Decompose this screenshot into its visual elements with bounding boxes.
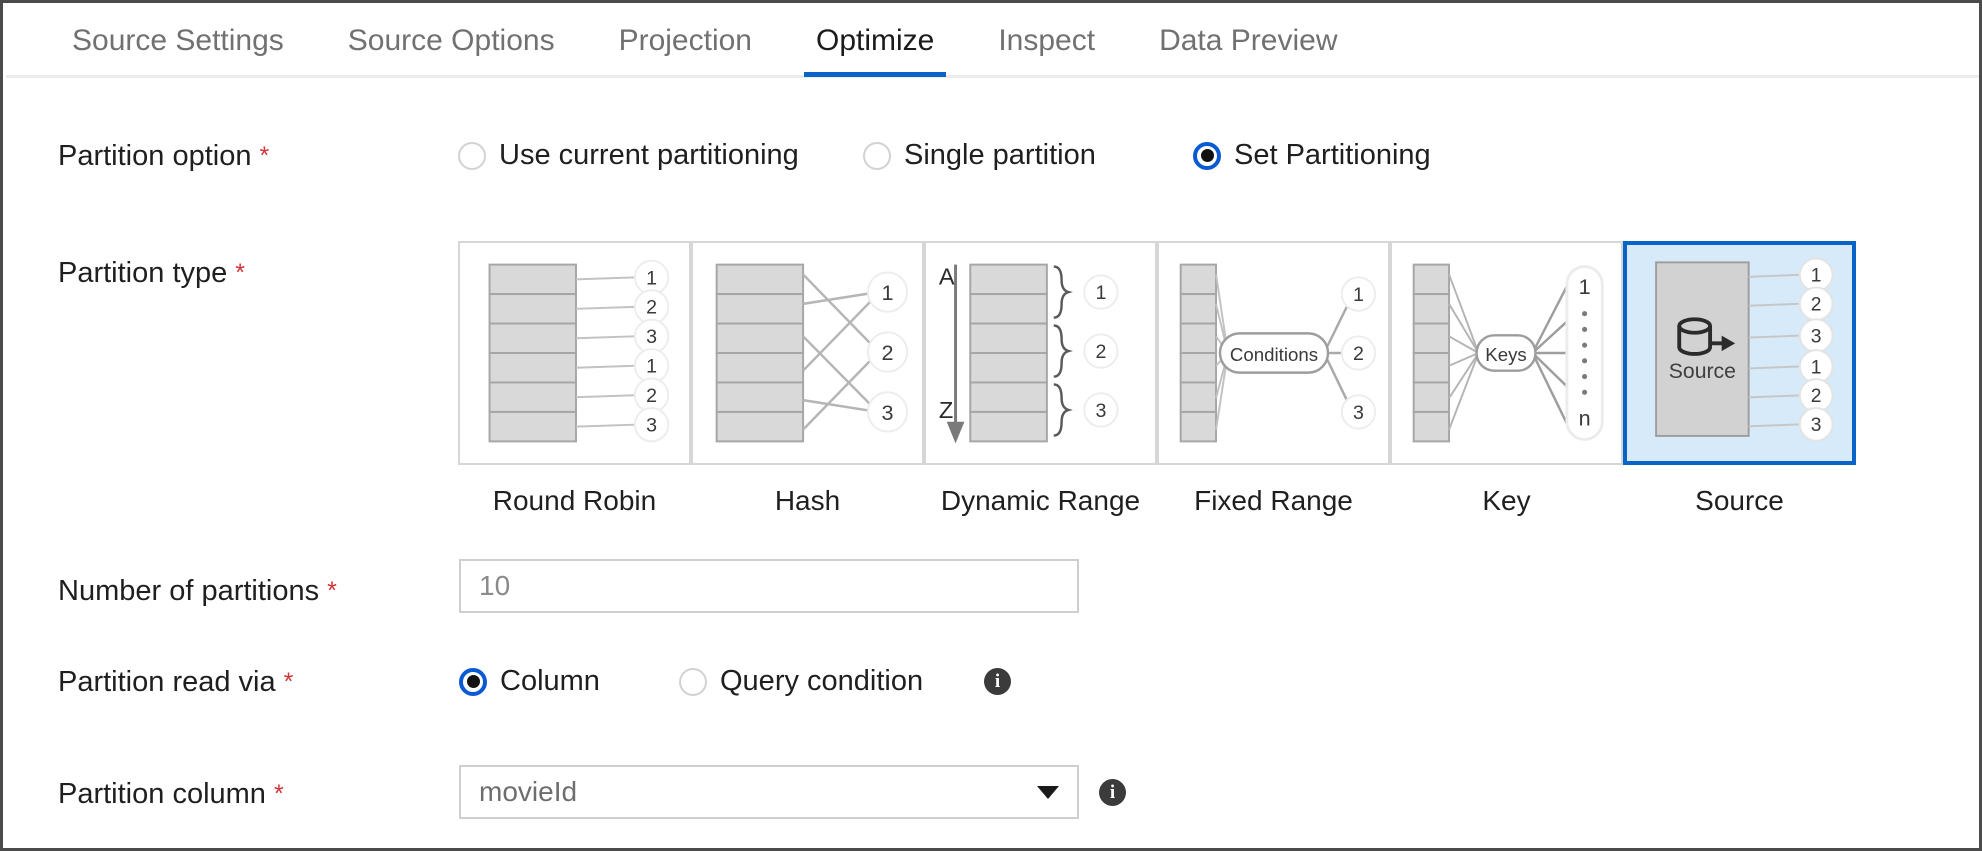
svg-text:3: 3 [1353,402,1364,424]
radio-label: Single partition [904,139,1096,171]
svg-text:2: 2 [1353,343,1364,365]
partition-type-card-key[interactable]: Keys 1 n Key [1390,241,1623,517]
partition-option-radio-group: Use current partitioning Single partitio… [458,139,1431,172]
tab-source-options[interactable]: Source Options [316,5,587,77]
card-label: Key [1482,485,1531,516]
svg-text:1: 1 [1811,357,1822,378]
tab-inspect[interactable]: Inspect [966,5,1127,77]
radio-use-current-partitioning[interactable]: Use current partitioning [458,139,863,172]
partition-type-card-round-robin[interactable]: 1 2 3 1 2 3 Round Robin [458,241,691,517]
radio-circle-selected-icon [459,667,487,696]
svg-text:Keys: Keys [1485,344,1526,365]
svg-text:1: 1 [1579,274,1591,299]
radio-circle-selected-icon [1193,141,1221,170]
svg-text:1: 1 [882,280,894,305]
number-of-partitions-input[interactable]: 10 [459,559,1079,613]
partition-option-label: Partition option* [58,140,270,172]
round-robin-diagram: 1 2 3 1 2 3 [458,241,691,465]
radio-set-partitioning[interactable]: Set Partitioning [1193,139,1431,172]
tab-source-settings[interactable]: Source Settings [40,5,316,77]
tab-label: Projection [618,23,752,57]
svg-text:2: 2 [646,297,657,319]
svg-text:1: 1 [646,267,657,289]
partition-column-label: Partition column* [58,778,284,810]
tab-optimize[interactable]: Optimize [784,5,966,77]
svg-text:3: 3 [1095,400,1106,422]
card-label: Dynamic Range [940,485,1141,516]
svg-text:2: 2 [1095,341,1106,363]
svg-text:3: 3 [882,400,894,425]
required-marker: * [283,668,294,696]
tab-label: Inspect [998,23,1096,57]
hash-diagram: 1 2 3 [691,241,924,465]
partition-type-card-hash[interactable]: 1 2 3 Hash [691,241,924,517]
number-of-partitions-label: Number of partitions* [58,575,337,607]
tab-data-preview[interactable]: Data Preview [1127,5,1369,77]
chevron-down-icon [1037,785,1059,799]
partition-type-card-fixed-range[interactable]: Conditions 1 2 3 Fixed Range [1157,241,1390,517]
radio-label: Set Partitioning [1234,139,1431,171]
key-diagram: Keys 1 n [1390,241,1623,465]
partition-type-card-source[interactable]: Source 1 2 [1623,241,1856,517]
svg-text:1: 1 [1353,284,1364,306]
radio-circle-icon [679,667,707,696]
info-icon[interactable]: i [1099,779,1126,806]
radio-circle-icon [863,141,891,170]
svg-text:3: 3 [646,326,657,348]
tab-label: Source Options [347,23,555,57]
source-diagram: Source 1 2 [1623,241,1856,465]
dynamic-range-diagram: A Z [924,241,1157,465]
partition-read-via-label: Partition read via* [58,666,294,698]
database-icon [1677,317,1728,356]
svg-text:3: 3 [646,415,657,437]
tab-label: Optimize [815,23,935,57]
tab-label: Data Preview [1159,23,1338,57]
radio-circle-icon [458,141,486,170]
svg-text:2: 2 [1811,386,1822,407]
radio-column[interactable]: Column [459,665,679,698]
required-marker: * [327,577,337,605]
radio-label: Use current partitioning [499,139,799,171]
radio-label: Column [500,665,600,697]
radio-single-partition[interactable]: Single partition [863,139,1193,172]
card-label: Source [1695,485,1784,516]
partition-column-select[interactable]: movieId [459,765,1079,819]
svg-text:1: 1 [1811,266,1822,287]
radio-label: Query condition [720,665,924,697]
partition-type-card-list: 1 2 3 1 2 3 Round Robin [458,241,1856,517]
required-marker: * [235,259,245,287]
svg-text:n: n [1579,406,1591,431]
input-value: 10 [479,570,511,601]
svg-text:2: 2 [1811,295,1822,316]
partition-type-card-dynamic-range[interactable]: A Z [924,241,1157,517]
tab-bar: Source Settings Source Options Projectio… [6,5,1979,78]
svg-text:3: 3 [1811,415,1822,436]
svg-text:1: 1 [646,356,657,378]
svg-text:1: 1 [1095,282,1106,304]
az-arrow [946,264,965,444]
info-icon[interactable]: i [984,668,1011,695]
svg-text:Z: Z [939,397,953,423]
svg-text:2: 2 [646,385,657,407]
card-label: Hash [774,485,841,516]
tab-label: Source Settings [72,23,284,57]
radio-query-condition[interactable]: Query condition [679,665,984,698]
svg-text:Source: Source [1669,360,1736,383]
svg-text:2: 2 [882,340,894,365]
card-label: Fixed Range [1194,485,1353,516]
required-marker: * [259,142,270,170]
svg-text:Conditions: Conditions [1230,344,1318,365]
select-value: movieId [479,776,578,807]
svg-text:A: A [939,263,955,289]
tab-projection[interactable]: Projection [587,5,784,77]
svg-text:3: 3 [1811,326,1822,347]
required-marker: * [273,780,284,808]
partition-read-via-radio-group: Column Query condition i [459,665,1011,698]
partition-type-label: Partition type* [58,257,245,289]
card-label: Round Robin [492,485,657,516]
fixed-range-diagram: Conditions 1 2 3 [1157,241,1390,465]
